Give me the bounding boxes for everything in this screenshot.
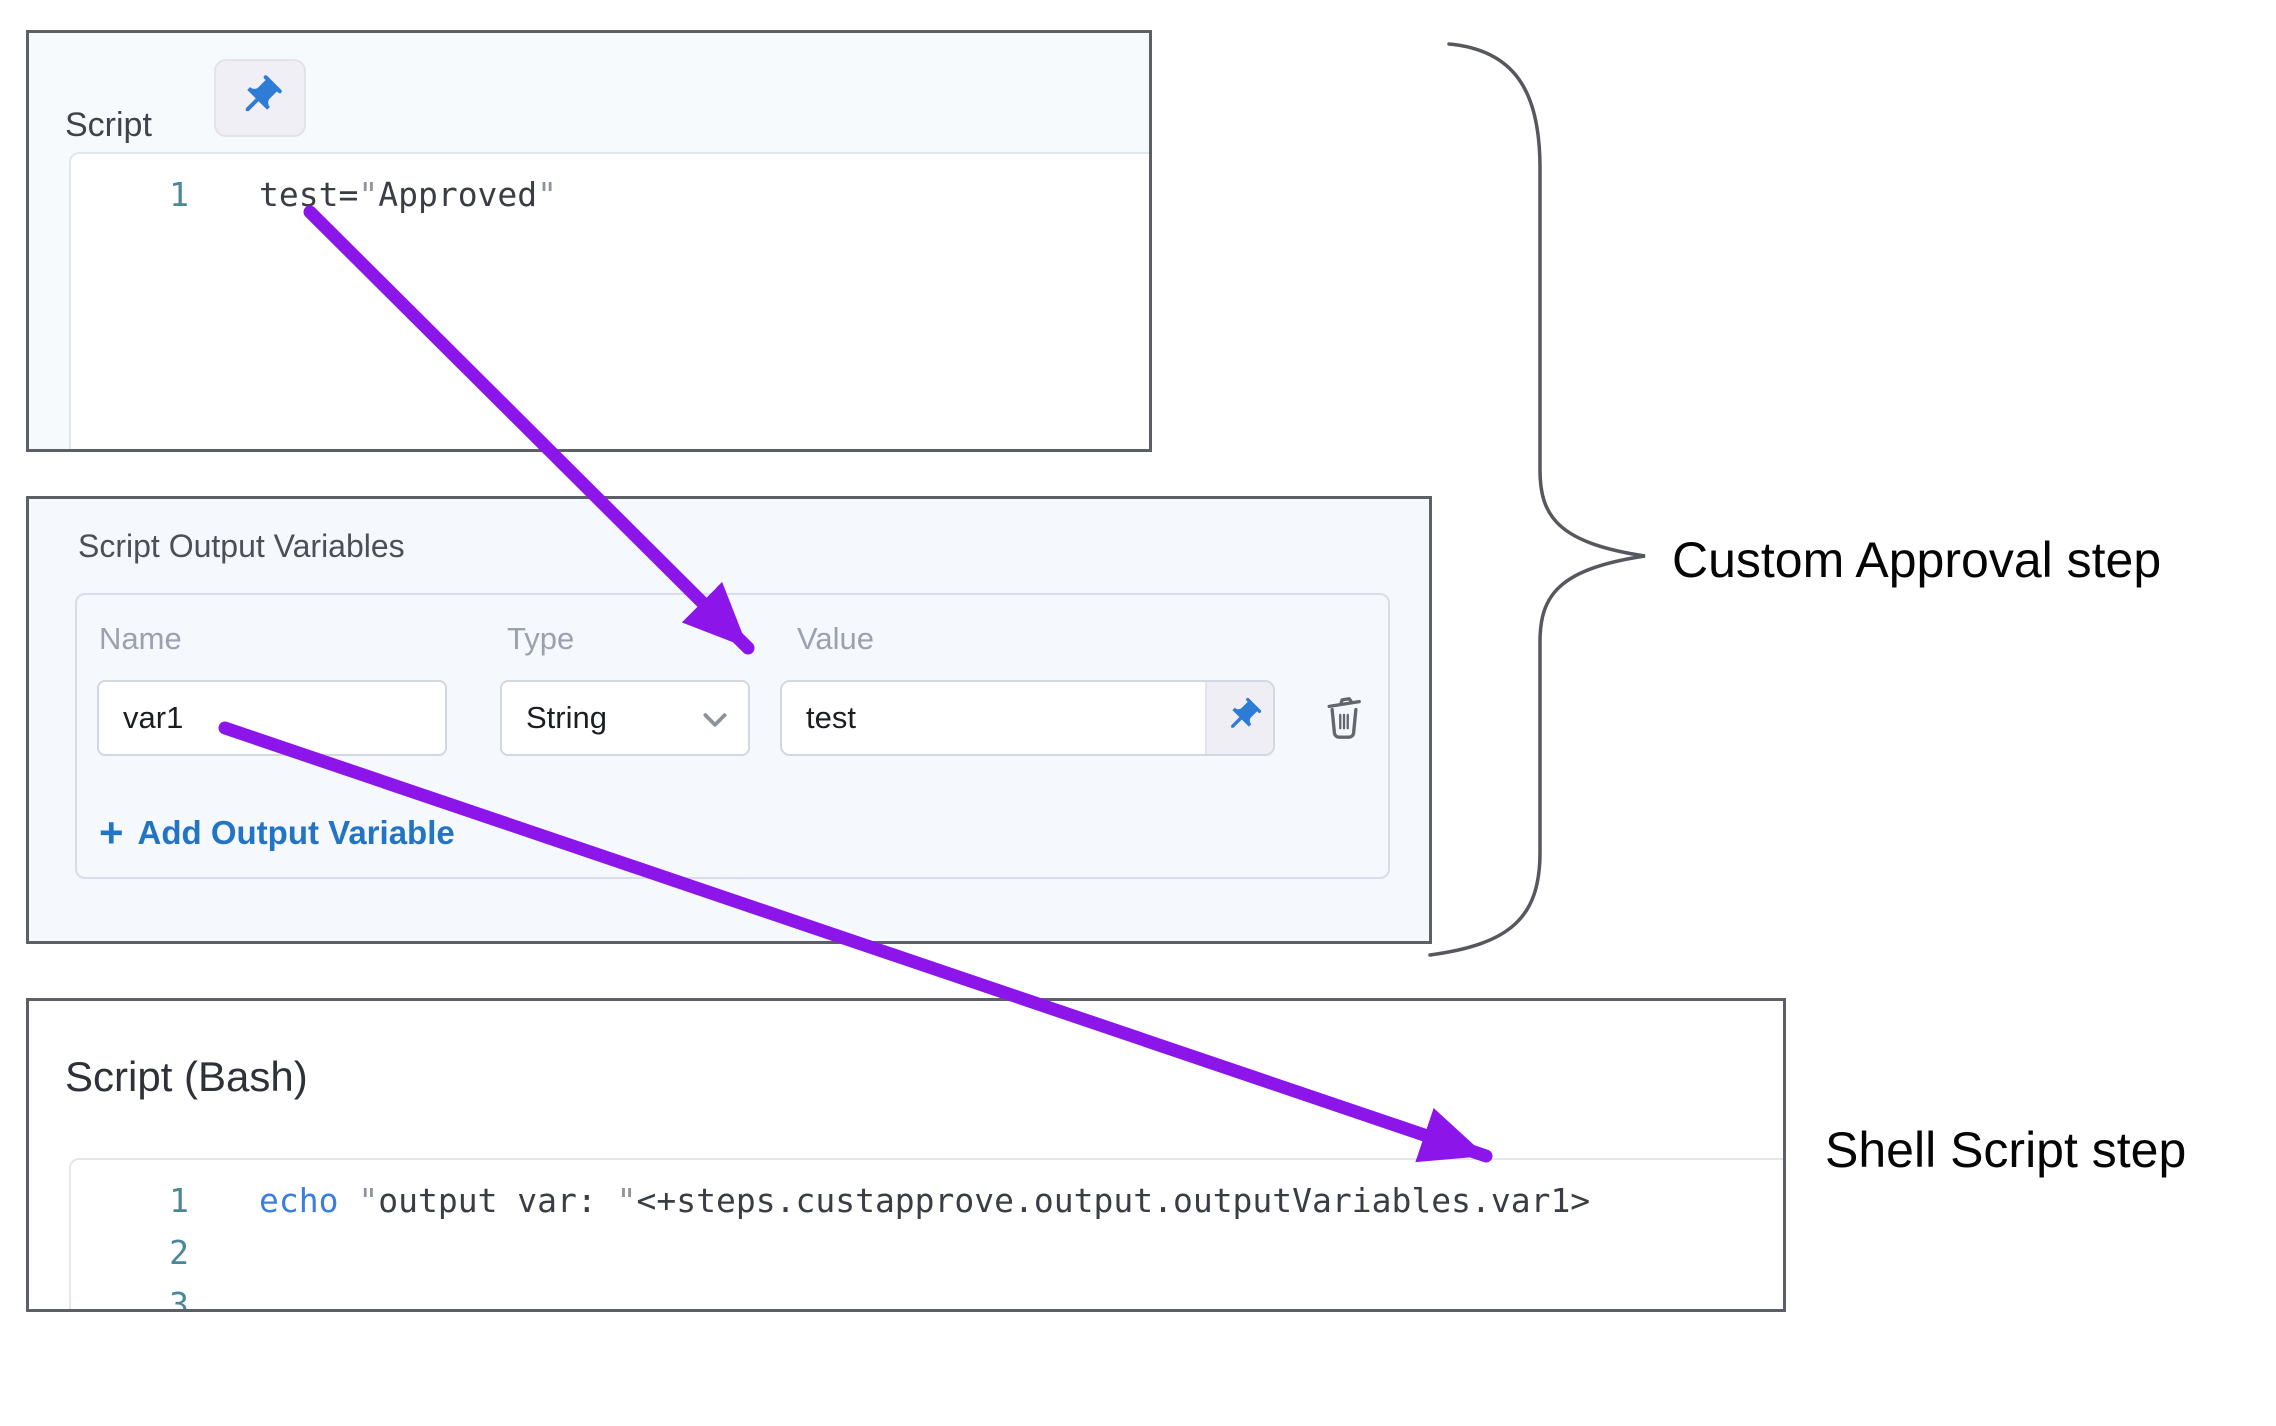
value-column-label: Value	[797, 621, 874, 656]
script-panel: Script 1 test="Approved"	[26, 30, 1152, 452]
code-text: echo "output var: "<+steps.custapprove.o…	[259, 1180, 1591, 1220]
add-output-variable-button[interactable]: + Add Output Variable	[99, 811, 455, 855]
chevron-down-icon	[702, 700, 728, 736]
code-line: 3	[71, 1278, 1783, 1312]
selected-type-value: String	[526, 700, 607, 735]
shell-script-step-label: Shell Script step	[1825, 1122, 2187, 1178]
variable-type-select[interactable]: String	[500, 680, 750, 756]
output-variables-container: Name Type Value String	[75, 593, 1390, 879]
variable-name-input[interactable]	[97, 680, 447, 756]
add-output-variable-label: Add Output Variable	[137, 814, 455, 851]
curly-brace	[1428, 42, 1646, 957]
pin-button[interactable]	[214, 59, 306, 137]
line-number: 1	[169, 1180, 189, 1220]
line-number: 1	[169, 174, 189, 214]
value-pin-button[interactable]	[1205, 682, 1273, 754]
delete-variable-button[interactable]	[1317, 691, 1371, 745]
type-column-label: Type	[507, 621, 575, 656]
bash-panel-title: Script (Bash)	[65, 1053, 308, 1100]
name-column-label: Name	[99, 621, 182, 656]
line-number: 3	[169, 1284, 189, 1312]
pushpin-icon	[1223, 696, 1263, 741]
plus-icon: +	[99, 809, 124, 856]
custom-approval-step-label: Custom Approval step	[1672, 532, 2162, 588]
bash-code-editor[interactable]: 1 echo "output var: "<+steps.custapprove…	[69, 1158, 1783, 1312]
bash-script-panel: Script (Bash) 1 echo "output var: "<+ste…	[26, 998, 1786, 1312]
variable-value-input[interactable]	[782, 682, 1205, 754]
script-code-editor[interactable]: 1 test="Approved"	[69, 152, 1149, 449]
script-panel-title: Script	[65, 106, 152, 144]
trash-icon	[1319, 692, 1369, 745]
code-line: 1 test="Approved"	[71, 168, 1149, 220]
variable-value-group	[780, 680, 1275, 756]
output-variables-title: Script Output Variables	[78, 528, 405, 564]
script-output-variables-panel: Script Output Variables Name Type Value …	[26, 496, 1432, 944]
code-line: 2	[71, 1226, 1783, 1278]
pushpin-icon	[236, 73, 284, 124]
code-line: 1 echo "output var: "<+steps.custapprove…	[71, 1174, 1783, 1226]
line-number: 2	[169, 1232, 189, 1272]
code-text: test="Approved"	[259, 174, 558, 214]
